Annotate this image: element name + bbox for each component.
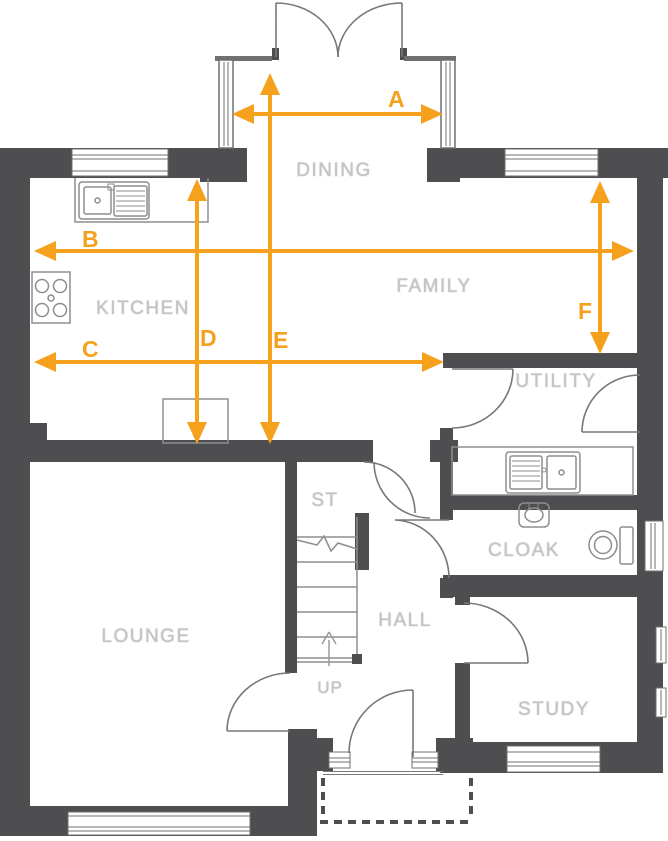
bay-pier-right — [427, 148, 460, 182]
wall-study-west-lower — [455, 663, 470, 740]
dimension-label-e: E — [273, 327, 289, 353]
wall-utility-top — [443, 353, 637, 368]
bay-head-left — [215, 56, 272, 61]
dimension-label-d: D — [200, 325, 217, 351]
cloak-door-arc — [394, 519, 450, 579]
wall-kitchen-lounge-step — [30, 423, 47, 442]
porch-outline — [320, 778, 474, 824]
window-family-top — [504, 148, 599, 177]
window-study-bottom — [506, 745, 601, 773]
bay-french-doors — [275, 2, 403, 58]
window-study-right-lower — [655, 687, 667, 718]
wall-study-west-stub — [455, 597, 470, 605]
bay-head-right — [404, 56, 456, 61]
walls — [0, 48, 668, 836]
dimension-label-f: F — [578, 298, 593, 324]
room-label-hall: HALL — [378, 610, 432, 631]
dimension-arrows — [34, 73, 634, 444]
back-door-arc — [581, 374, 641, 433]
kitchen-counter — [74, 178, 209, 223]
dimension-arrow-e — [260, 73, 280, 444]
gas-hob — [31, 271, 71, 324]
room-label-lounge: LOUNGE — [101, 626, 191, 647]
room-label-kitchen: KITCHEN — [96, 298, 190, 319]
dimension-label-b: B — [82, 226, 99, 252]
kitchen-door-arc — [373, 461, 431, 519]
stairs-up-label: UP — [317, 678, 343, 697]
wall-stairs-west — [285, 462, 297, 673]
kitchen-sink — [78, 181, 150, 220]
room-label-store: ST — [311, 490, 339, 511]
wall-hall-west-column — [288, 729, 317, 836]
room-label-family: FAMILY — [396, 276, 472, 297]
bay-pier-left — [200, 148, 247, 182]
stair-break-line — [296, 534, 358, 553]
dimension-arrow-f — [590, 181, 610, 354]
window-study-right-upper — [655, 626, 667, 664]
dimension-arrow-b — [34, 241, 634, 261]
room-label-dining: DINING — [296, 160, 372, 181]
wall-cloak-study-divider — [443, 575, 637, 597]
window-cloak-right — [644, 520, 664, 572]
wall-left — [0, 148, 30, 836]
fixtures — [31, 178, 634, 565]
utility-door-arc — [451, 368, 514, 429]
wall-store-right — [355, 513, 369, 570]
stair-treads — [297, 536, 357, 663]
front-threshold — [323, 771, 443, 775]
doors — [226, 2, 641, 775]
wash-basin — [518, 502, 550, 528]
up-arrow-icon — [321, 631, 337, 666]
bay-window-right — [440, 59, 456, 149]
lounge-door-arc — [226, 672, 291, 732]
front-door-arc — [348, 689, 414, 757]
toilet — [588, 526, 634, 565]
store-door-arc — [363, 461, 416, 514]
wall-right — [637, 148, 663, 773]
bay-hinge-stub-right — [400, 48, 407, 60]
bay-structure — [215, 56, 456, 149]
window-kitchen-top — [71, 148, 169, 177]
dimension-arrow-c — [34, 352, 444, 372]
stair-newel-post — [352, 654, 362, 664]
window-lounge-bottom — [67, 811, 251, 836]
staircase — [296, 517, 362, 666]
utility-sink — [505, 451, 581, 494]
room-label-utility: UTILITY — [515, 371, 597, 392]
utility-worktop — [451, 446, 634, 496]
wall-front-stub-right — [436, 738, 473, 772]
sidelight-front-left — [328, 751, 351, 769]
dimension-label-c: C — [82, 336, 99, 362]
study-door-arc — [463, 602, 529, 664]
dimension-label-a: A — [388, 86, 405, 112]
bay-window-left — [218, 59, 234, 149]
sidelight-front-right — [411, 751, 439, 769]
room-label-study: STUDY — [518, 699, 590, 720]
windows — [67, 148, 667, 836]
room-label-cloak: CLOAK — [488, 540, 560, 561]
dimension-arrow-a — [232, 104, 443, 124]
dimension-arrow-d — [187, 179, 207, 444]
wall-kitchen-lounge — [30, 440, 373, 462]
